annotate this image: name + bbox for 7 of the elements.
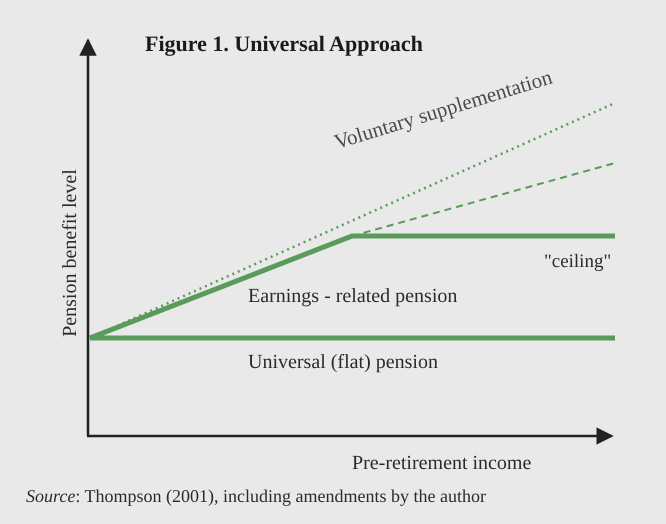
line-label: Earnings - related pension [248, 286, 458, 306]
chart-title: Figure 1. Universal Approach [145, 33, 423, 55]
line-label: Universal (flat) pension [248, 352, 438, 372]
axis-label: Pre-retirement income [352, 453, 532, 473]
line-label: "ceiling" [544, 252, 612, 271]
source-note: Source: Thompson (2001), including amendments by the author [26, 487, 486, 505]
axis-label: Pension benefit level [60, 168, 80, 339]
